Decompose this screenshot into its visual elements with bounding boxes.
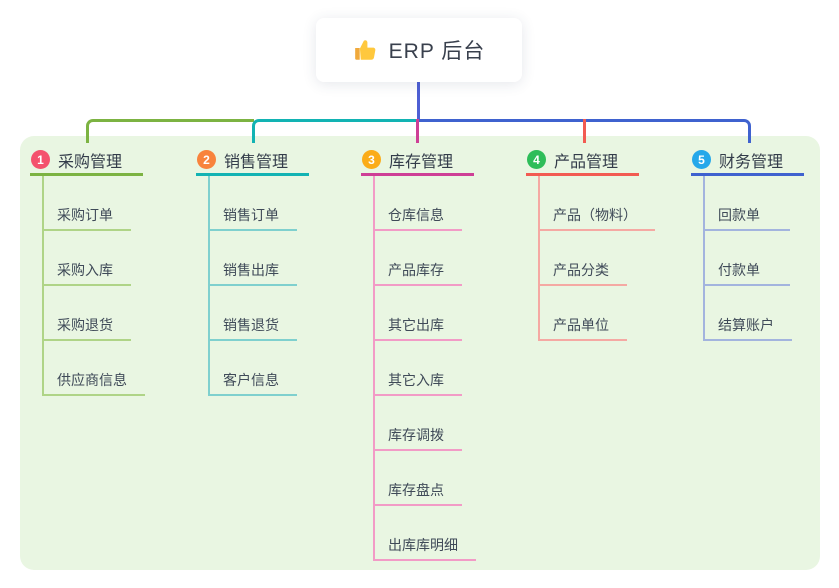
branch-children: 仓库信息产品库存其它出库其它入库库存调拨库存盘点出库库明细 <box>373 176 521 561</box>
branch-number-badge: 3 <box>362 150 381 169</box>
child-node[interactable]: 库存盘点 <box>375 451 462 506</box>
branch-label: 库存管理 <box>389 153 454 171</box>
child-node[interactable]: 回款单 <box>705 176 790 231</box>
branch-connector-line <box>583 119 586 143</box>
child-node[interactable]: 采购退货 <box>44 286 131 341</box>
branch-node-4[interactable]: 4 产品管理 <box>526 146 639 176</box>
branch-node-1[interactable]: 1 采购管理 <box>30 146 143 176</box>
child-node[interactable]: 产品分类 <box>540 231 627 286</box>
child-node[interactable]: 库存调拨 <box>375 396 462 451</box>
root-node[interactable]: ERP 后台 <box>316 18 522 82</box>
root-label: ERP 后台 <box>388 40 486 63</box>
branch-label: 采购管理 <box>58 153 123 171</box>
branch-number-badge: 4 <box>527 150 546 169</box>
branch-label: 财务管理 <box>719 153 784 171</box>
child-node[interactable]: 仓库信息 <box>375 176 462 231</box>
branch-node-2[interactable]: 2 销售管理 <box>196 146 309 176</box>
branches-panel-background <box>20 136 820 570</box>
branch-column-5: 5 财务管理回款单付款单结算账户 <box>691 146 839 341</box>
branch-connector-line <box>416 119 419 143</box>
branch-column-2: 2 销售管理销售订单销售出库销售退货客户信息 <box>196 146 356 396</box>
branch-children: 回款单付款单结算账户 <box>703 176 839 341</box>
root-connector-line <box>417 82 420 120</box>
branch-children: 销售订单销售出库销售退货客户信息 <box>208 176 356 396</box>
child-node[interactable]: 供应商信息 <box>44 341 145 396</box>
child-node[interactable]: 产品单位 <box>540 286 627 341</box>
child-node[interactable]: 产品库存 <box>375 231 462 286</box>
child-node[interactable]: 出库库明细 <box>375 506 476 561</box>
child-node[interactable]: 采购入库 <box>44 231 131 286</box>
branch-node-3[interactable]: 3 库存管理 <box>361 146 474 176</box>
child-node[interactable]: 付款单 <box>705 231 790 286</box>
branch-connector-line <box>86 119 254 143</box>
branch-column-4: 4 产品管理产品（物料）产品分类产品单位 <box>526 146 686 341</box>
branch-number-badge: 1 <box>31 150 50 169</box>
child-node[interactable]: 结算账户 <box>705 286 792 341</box>
child-node[interactable]: 产品（物料） <box>540 176 655 231</box>
branch-number-badge: 5 <box>692 150 711 169</box>
branch-connector-line <box>252 119 418 143</box>
branch-children: 采购订单采购入库采购退货供应商信息 <box>42 176 190 396</box>
branch-node-5[interactable]: 5 财务管理 <box>691 146 804 176</box>
branch-column-3: 3 库存管理仓库信息产品库存其它出库其它入库库存调拨库存盘点出库库明细 <box>361 146 521 561</box>
child-node[interactable]: 销售订单 <box>210 176 297 231</box>
branch-children: 产品（物料）产品分类产品单位 <box>538 176 686 341</box>
child-node[interactable]: 其它入库 <box>375 341 462 396</box>
child-node[interactable]: 销售出库 <box>210 231 297 286</box>
child-node[interactable]: 客户信息 <box>210 341 297 396</box>
child-node[interactable]: 销售退货 <box>210 286 297 341</box>
branch-column-1: 1 采购管理采购订单采购入库采购退货供应商信息 <box>30 146 190 396</box>
branch-number-badge: 2 <box>197 150 216 169</box>
branch-label: 产品管理 <box>554 153 619 171</box>
child-node[interactable]: 其它出库 <box>375 286 462 341</box>
branch-label: 销售管理 <box>224 153 289 171</box>
child-node[interactable]: 采购订单 <box>44 176 131 231</box>
thumbs-up-icon <box>353 37 379 63</box>
